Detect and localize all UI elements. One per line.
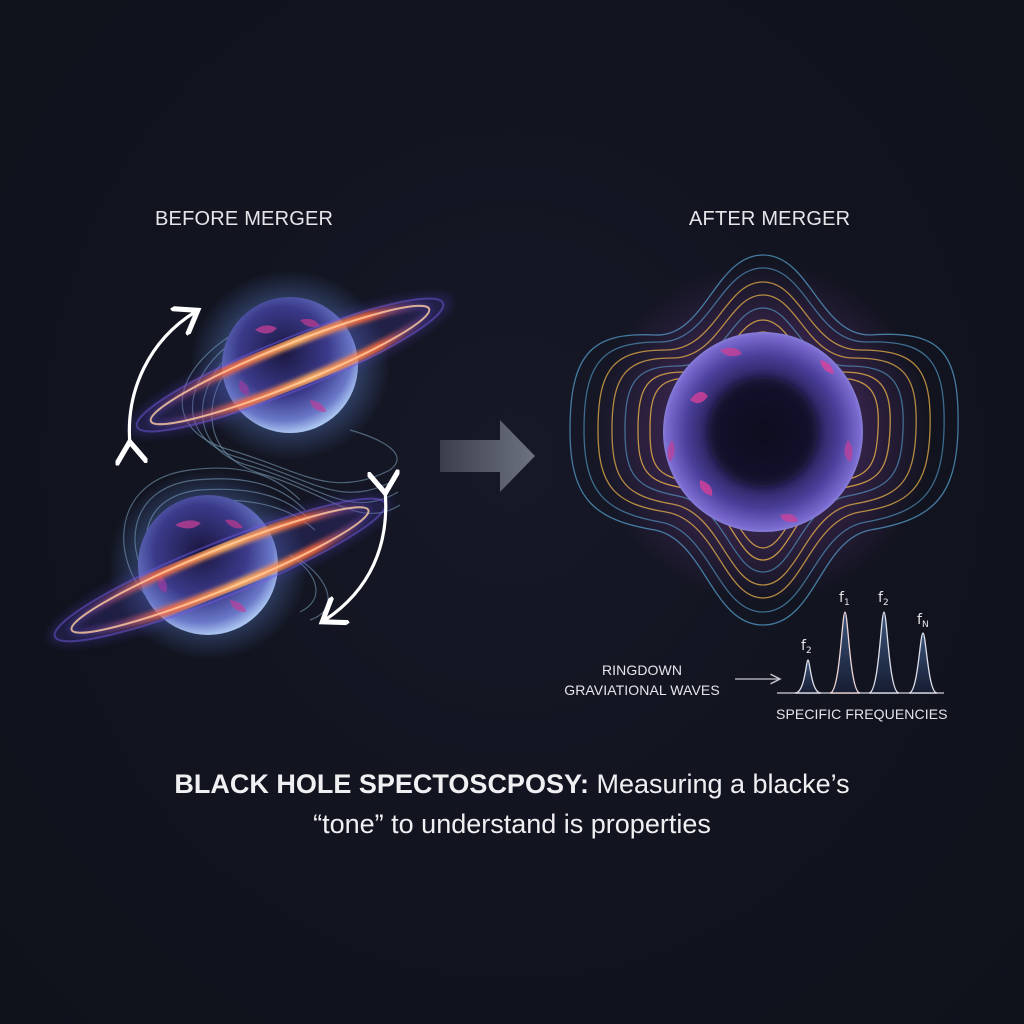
peak-f2 [868,611,900,694]
caption-line2: “tone” to understand is properties [313,809,711,839]
specific-frequencies-label: SPECIFIC FREQUENCIES [776,706,948,722]
ringdown-label: RINGDOWN GRAVIATIONAL WAVES [556,660,728,700]
before-merger-label: BEFORE MERGER [155,208,334,230]
merged-black-hole [569,254,959,626]
orbit-arrow-left-icon [129,312,195,445]
black-hole-bottom [47,470,393,660]
peak-label-f2: f2 [878,590,889,608]
ringdown-wave-contours [569,254,959,626]
peak-f1 [829,611,861,694]
ringdown-label-line2: GRAVIATIONAL WAVES [564,682,720,698]
figure-caption: BLACK HOLE SPECTOSCPOSY: Measuring a bla… [0,764,1024,844]
caption-line1: BLACK HOLE SPECTOSCPOSY: Measuring a bla… [0,764,1024,804]
binary-black-holes [47,270,453,660]
peak-f2-small [794,659,822,694]
merge-arrow-icon [440,420,535,492]
ringdown-label-line1: RINGDOWN [601,662,683,678]
peak-label-fN: fN [917,612,929,630]
caption-line1-text: Measuring a blacke’s [588,769,850,799]
orbit-arrow-right-icon [325,490,386,620]
peak-fN [908,632,938,694]
black-hole-top [127,270,453,460]
after-merger-label: AFTER MERGER [689,208,851,230]
peak-label-f1: f1 [839,590,850,608]
frequency-spectrum [735,611,944,694]
peak-label-f2-small: f2 [801,638,812,656]
caption-title: BLACK HOLE SPECTOSCPOSY: [174,769,589,799]
